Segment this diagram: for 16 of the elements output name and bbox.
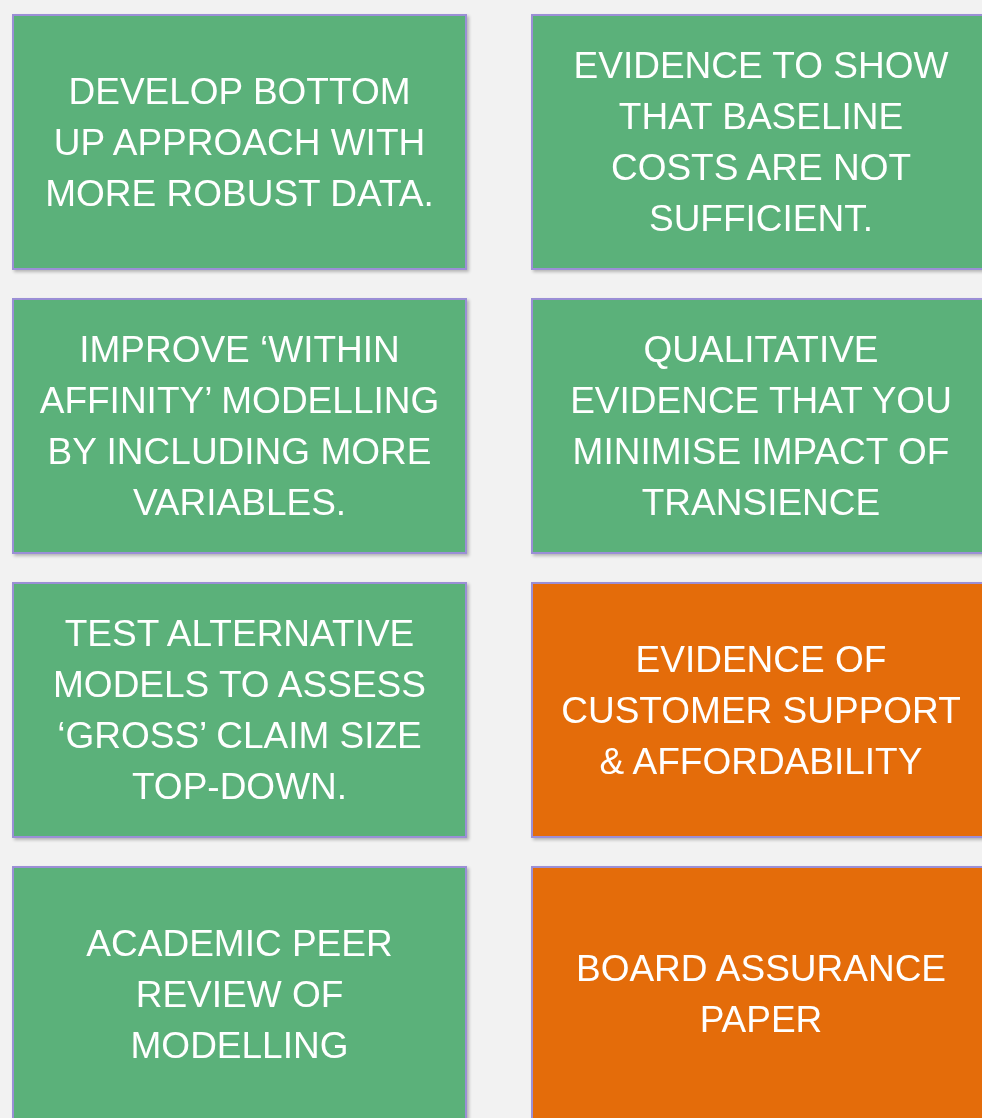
process-box: [12, 14, 467, 270]
box-text: EVIDENCE TO SHOW THAT BASELINE COSTS ARE NOT SUFFICIENT.: [572, 44, 950, 241]
box-text: DEVELOP BOTTOM UP APPROACH WITH MORE ROBUST DATA.: [44, 69, 435, 216]
process-box: [12, 298, 467, 554]
box-text: EVIDENCE OF CUSTOMER SUPPORT & AFFORDABILITY: [560, 637, 962, 784]
box-text: QUALITATIVE EVIDENCE THAT YOU MINIMISE IMPACT OF TRANSIENCE: [569, 328, 953, 525]
box-text: TEST ALTERNATIVE MODELS TO ASSESS ‘GROSS’ CLAIM SIZE TOP-DOWN.: [52, 612, 427, 809]
process-box: [531, 14, 982, 270]
process-box: [12, 582, 467, 838]
highlight-box: [531, 582, 982, 838]
highlight-box: [531, 866, 982, 1118]
process-box: [12, 866, 467, 1118]
box-text: IMPROVE ‘WITHIN AFFINITY’ MODELLING BY INCLUDING MORE VARIABLES.: [38, 328, 441, 525]
box-text: ACADEMIC PEER REVIEW OF MODELLING: [85, 921, 394, 1068]
process-box: [531, 298, 982, 554]
box-text: BOARD ASSURANCE PAPER: [574, 947, 948, 1042]
